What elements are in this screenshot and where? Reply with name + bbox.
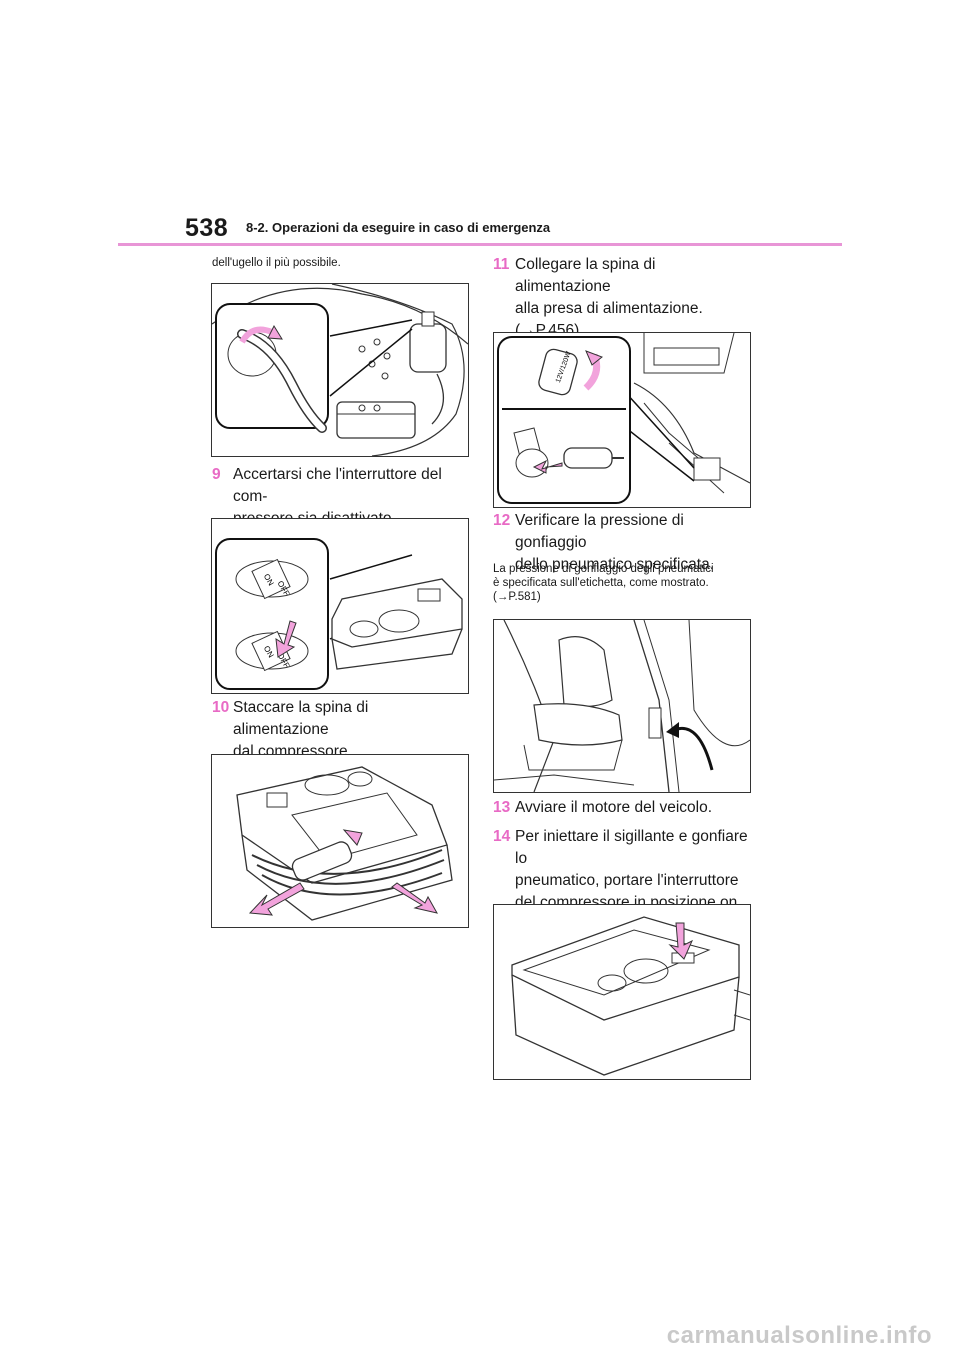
header-rule — [118, 243, 842, 246]
pressure-note-line2: è specificata sull'etichetta, come mostr… — [493, 577, 709, 589]
figure-switch-on — [493, 904, 751, 1080]
intro-text: dell'ugello il più possibile. — [212, 257, 341, 269]
step-9-number: 9 — [212, 466, 221, 483]
figure-switch-off: ON OFF ON OFF — [211, 518, 469, 694]
step-13-text: Avviare il motore del veicolo. — [515, 799, 712, 816]
step-11-line1: Collegare la spina di alimentazione — [515, 256, 656, 295]
figure-nozzle-connection — [211, 283, 469, 457]
step-9-line1: Accertarsi che l'interruttore del com- — [233, 466, 442, 505]
step-11: 11 Collegare la spina di alimentazione a… — [493, 254, 753, 339]
step-12-line1: Verificare la pressione di gonfiaggio — [515, 512, 684, 551]
step-9: 9 Accertarsi che l'interruttore del com-… — [212, 464, 468, 527]
step-11-number: 11 — [493, 256, 510, 273]
step-11-line2: alla presa di alimentazione. — [515, 300, 703, 317]
step-10-line1: Staccare la spina di alimentazione — [233, 699, 369, 738]
step-14-number: 14 — [493, 828, 511, 845]
watermark: carmanualsonline.info — [666, 1322, 932, 1349]
figure-tire-label — [493, 619, 751, 793]
step-13-number: 13 — [493, 799, 511, 816]
step-12-line2: dello pneumatico specificata. — [515, 556, 715, 573]
step-10-number: 10 — [212, 699, 230, 716]
figure-unplug-compressor — [211, 754, 469, 928]
pressure-note-link[interactable]: (→P.581) — [493, 591, 541, 603]
step-14-line1: Per iniettare il sigillante e gonfiare l… — [515, 828, 748, 867]
step-13: 13 Avviare il motore del veicolo. — [493, 797, 753, 819]
step-14: 14 Per iniettare il sigillante e gonfiar… — [493, 826, 753, 911]
page-number: 538 — [185, 214, 229, 242]
section-title: 8-2. Operazioni da eseguire in caso di e… — [246, 220, 551, 235]
step-12-number: 12 — [493, 512, 511, 529]
step-10: 10 Staccare la spina di alimentazione da… — [212, 697, 468, 760]
pressure-note-line1: La pressione di gonfiaggio degli pneumat… — [493, 563, 714, 575]
step-12: 12 Verificare la pressione di gonfiaggio… — [493, 510, 753, 573]
pressure-note: La pressione di gonfiaggio degli pneumat… — [493, 562, 753, 604]
step-14-line2: pneumatico, portare l'interruttore — [515, 872, 739, 889]
figure-power-outlet: 12V/120W — [493, 332, 751, 508]
